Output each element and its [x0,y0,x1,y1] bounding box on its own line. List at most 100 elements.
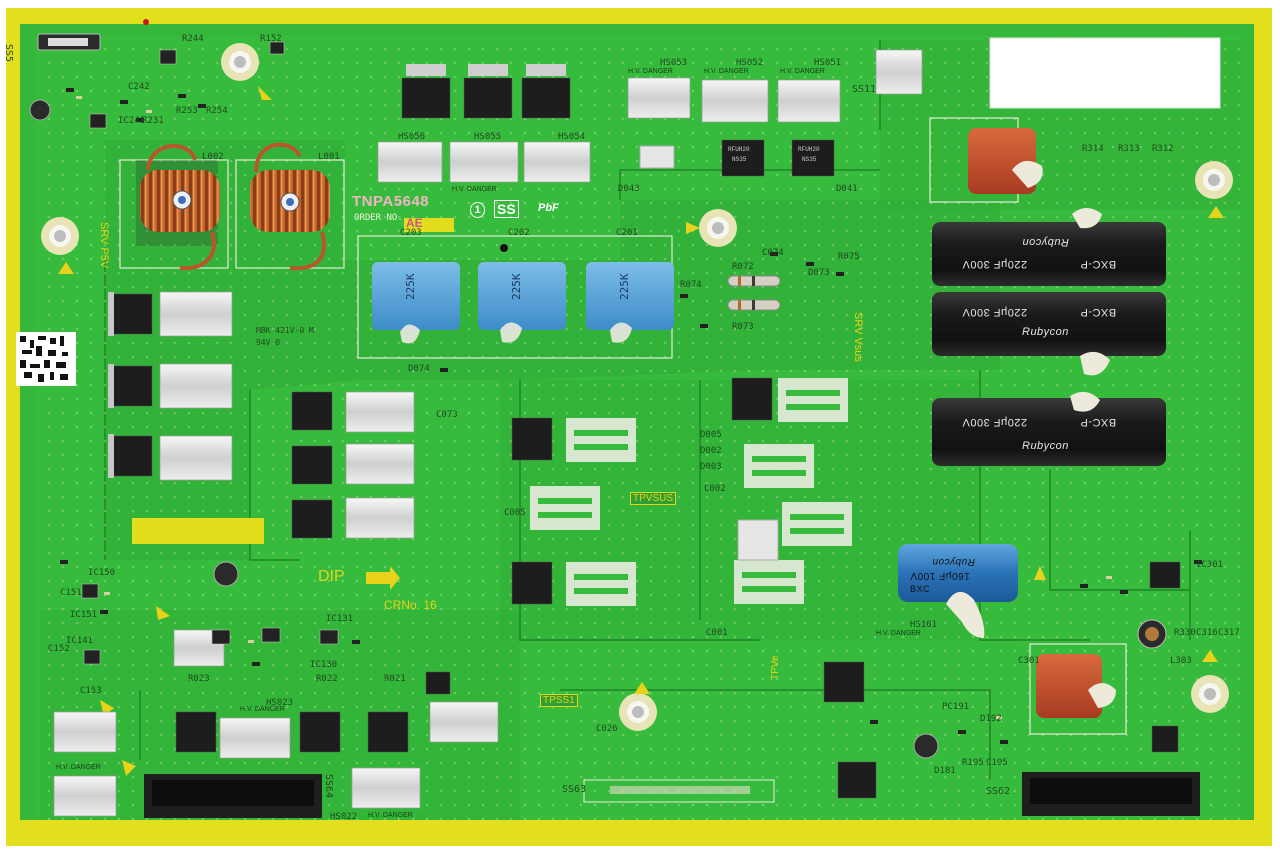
ref-c153: C153 [80,686,102,696]
ref-l303: L303 [1170,656,1192,666]
ref-c316: C316 [1196,628,1218,638]
ref-d005: D005 [700,430,722,440]
ref-ic150: IC150 [88,568,116,578]
crno-label: CRNo. 16 [384,598,437,612]
order-label: ORDER NO. [354,213,403,223]
hv-danger-label: H.V. DANGER [240,706,285,713]
ref-hs101: HS101 [910,620,938,630]
ref-r073: R073 [732,322,754,332]
tp-ve: TPVe [770,655,781,680]
ref-d043: D043 [618,184,640,194]
ecap-rating: 220μF 300V [962,306,1028,318]
hv-danger-label: H.V. DANGER [780,68,825,75]
ref-c074: C074 [762,248,784,258]
ref-ic301: IC301 [1196,560,1224,570]
ecap-brand: Rubycon [1022,326,1069,338]
srv-p5v-label: SRV P5V [98,222,110,269]
ref-ic130: IC130 [310,660,338,670]
ref-l001: L001 [318,152,340,162]
ref-hs056: HS056 [398,132,426,142]
small-ecap-series: BXC [910,584,931,594]
connector-ss64: SS64 [323,774,334,799]
revision-mark: 1 [470,202,485,218]
ref-r023: R023 [188,674,210,684]
pbf-mark: PbF [538,202,559,214]
mosfet-marking: NS35 [802,156,817,163]
ref-r074: R074 [680,280,702,290]
ref-hs022: HS022 [330,812,358,822]
ecap-brand: Rubycon [1022,440,1069,452]
fr4-grade: 94V-0 [256,338,281,347]
ref-r195: R195 [962,758,984,768]
hv-danger-label: H.V. DANGER [628,68,673,75]
ref-pc191: PC191 [942,702,970,712]
ref-r075: R075 [838,252,860,262]
ref-r314: R314 [1082,144,1104,154]
ref-hs023: HS023 [266,698,294,708]
tp-vsus: TPVSUS [630,492,677,505]
ref-d074: D074 [408,364,430,374]
small-ecap-brand: Rubycon [932,556,975,567]
ref-c005: C005 [504,508,526,518]
ecap-rating: 220μF 300V [962,416,1028,428]
ref-ic241: IC241 [118,116,146,126]
ref-d073: D073 [808,268,830,278]
ref-c201: C201 [616,228,638,238]
ref-d181: D181 [934,766,956,776]
ecap-series: BXC-P [1080,306,1117,318]
ref-c301: C301 [1018,656,1040,666]
ref-d041: D041 [836,184,858,194]
ref-ic151: IC151 [70,610,98,620]
ref-ic141: IC141 [66,636,94,646]
hv-danger-label: H.V. DANGER [56,764,101,771]
ref-r244: R244 [182,34,204,44]
ref-ic131: IC131 [326,614,354,624]
ref-r152: R152 [260,34,282,44]
connector-ss62: SS62 [986,786,1011,797]
dip-label: DIP [318,568,345,585]
ref-c001: C001 [706,628,728,638]
order-code: AE [406,216,423,230]
ref-r021: R021 [384,674,406,684]
ref-c151: C151 [60,588,82,598]
ref-hs051: HS051 [814,58,842,68]
mosfet-marking: RFUH20 [728,146,750,153]
fr4-marking: MBK 421V-0 M [256,326,314,335]
ref-c073: C073 [436,410,458,420]
ref-c152: C152 [48,644,70,654]
ref-hs052: HS052 [736,58,764,68]
ref-c202: C202 [508,228,530,238]
ref-c203: C203 [400,228,422,238]
mosfet-marking: NS35 [732,156,747,163]
film-cap-value: 225K [510,273,523,301]
ref-c242: C242 [128,82,150,92]
srv-vsus-label: SRV Vsus [852,312,864,362]
ecap-series: BXC-P [1080,416,1117,428]
ref-hs055: HS055 [474,132,502,142]
hv-danger-label: H.V. DANGER [368,812,413,819]
ref-c317: C317 [1218,628,1240,638]
ref-r253: R253 [176,106,198,116]
board-name: SS [494,200,519,218]
ref-c195: C195 [986,758,1008,768]
ref-r330: R330 [1174,628,1196,638]
ref-l002: L002 [202,152,224,162]
ecap-rating: 220μF 300V [962,258,1028,270]
film-cap-value: 225K [618,273,631,301]
ref-r231: R231 [142,116,164,126]
hv-danger-label: H.V. DANGER [876,630,921,637]
mosfet-marking: RFUH20 [798,146,820,153]
ref-c002: C002 [704,484,726,494]
ref-r072: R072 [732,262,754,272]
ref-d192: D192 [980,714,1002,724]
ecap-series: BXC-P [1080,258,1117,270]
tp-ss1: TPSS1 [540,694,578,707]
ref-r022: R022 [316,674,338,684]
hv-danger-label: H.V. DANGER [452,186,497,193]
film-cap-value: 225K [404,273,417,301]
hv-danger-label: H.V. DANGER [704,68,749,75]
ecap-brand: Rubycon [1022,236,1069,248]
ref-r312: R312 [1152,144,1174,154]
ref-d003: D003 [700,462,722,472]
